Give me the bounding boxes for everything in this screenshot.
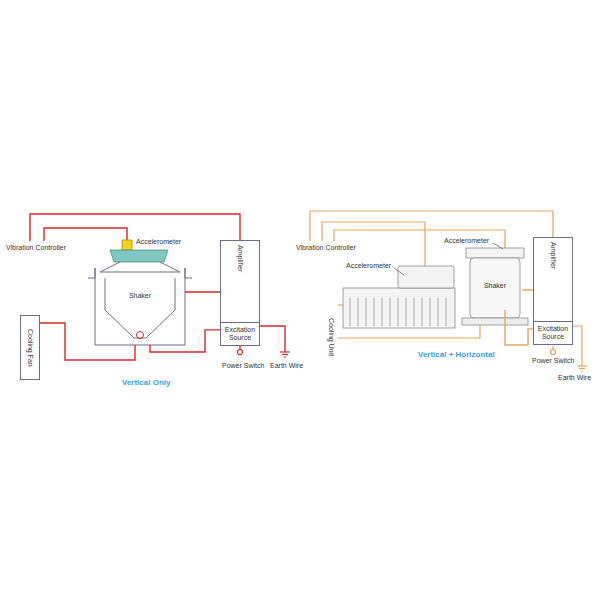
part-label: Cooling Unit bbox=[327, 318, 335, 356]
part-label: Accelerometer bbox=[346, 262, 391, 270]
shaker-table bbox=[466, 248, 524, 258]
part-label: Accelerometer bbox=[136, 238, 181, 246]
controller-label: Vibration Controller bbox=[296, 244, 356, 252]
node-text: Cooling Fan bbox=[26, 329, 34, 367]
fin bbox=[430, 298, 431, 326]
cooling-wire bbox=[338, 304, 343, 305]
fin bbox=[366, 298, 367, 326]
wire-connector bbox=[150, 330, 221, 352]
diagram-caption: Vertical Only bbox=[122, 378, 170, 387]
earth-wire-line bbox=[258, 326, 285, 352]
wire-connector bbox=[522, 289, 533, 290]
shaker-armature bbox=[105, 278, 175, 338]
accelerometer bbox=[122, 240, 132, 250]
controller-label: Vibration Controller bbox=[6, 244, 66, 252]
fin bbox=[422, 298, 423, 326]
wires-right bbox=[310, 211, 582, 366]
test-fixture bbox=[398, 266, 454, 288]
wire-connector bbox=[185, 291, 220, 292]
shaker-body bbox=[88, 268, 192, 345]
part-label: Earth Wire bbox=[558, 374, 591, 382]
slip-table bbox=[343, 288, 455, 328]
fin bbox=[350, 298, 351, 326]
excitation-source-section: Excitation Source bbox=[221, 322, 259, 345]
shaker-head bbox=[100, 262, 180, 272]
shaker-unit: Shaker bbox=[468, 262, 522, 310]
ground-symbol bbox=[280, 352, 290, 357]
slip-table-fins bbox=[350, 298, 446, 326]
wire-connector bbox=[505, 310, 534, 345]
controller-wire bbox=[30, 214, 240, 241]
fin bbox=[446, 298, 447, 326]
node-text: Amplifier bbox=[549, 238, 557, 269]
shaker-base bbox=[462, 318, 528, 325]
node-text: Shaker bbox=[129, 292, 151, 300]
shaker-unit: Shaker bbox=[95, 268, 185, 345]
shaker-body bbox=[470, 258, 520, 318]
node-text: Shaker bbox=[484, 282, 506, 290]
fin bbox=[382, 298, 383, 326]
ground-symbol bbox=[577, 366, 587, 371]
fin bbox=[358, 298, 359, 326]
coil-symbol bbox=[137, 332, 144, 339]
part-label: Power Switch bbox=[532, 357, 574, 365]
node-text: Excitation Source bbox=[222, 326, 258, 342]
excitation-source-section: Excitation Source bbox=[534, 321, 572, 344]
fin bbox=[398, 298, 399, 326]
leader-line bbox=[394, 268, 404, 275]
amplifier-box: AmplifierExcitation Source bbox=[533, 237, 573, 345]
part-label: Accelerometer bbox=[444, 237, 489, 245]
fin bbox=[374, 298, 375, 326]
controller-wire bbox=[310, 211, 553, 241]
fin bbox=[438, 298, 439, 326]
fin bbox=[414, 298, 415, 326]
part-label: Power Switch bbox=[222, 362, 264, 370]
leader-line bbox=[493, 243, 503, 249]
cooling-fan-box: Cooling Fan bbox=[20, 315, 40, 380]
fin bbox=[390, 298, 391, 326]
diagram-caption: Vertical + Horizontal bbox=[418, 350, 495, 359]
node-text: Excitation Source bbox=[535, 325, 571, 341]
power-switch-symbol bbox=[551, 350, 556, 355]
wires-left bbox=[30, 214, 285, 352]
wire-connector bbox=[40, 323, 135, 360]
node-text: Amplifier bbox=[236, 241, 244, 272]
controller-wire bbox=[334, 230, 505, 248]
amplifier-box: AmplifierExcitation Source bbox=[220, 240, 260, 346]
part-label: Earth Wire bbox=[270, 362, 303, 370]
shaker-table bbox=[110, 250, 168, 262]
controller-wire bbox=[44, 228, 127, 241]
fin bbox=[406, 298, 407, 326]
power-switch-symbol bbox=[238, 350, 243, 355]
